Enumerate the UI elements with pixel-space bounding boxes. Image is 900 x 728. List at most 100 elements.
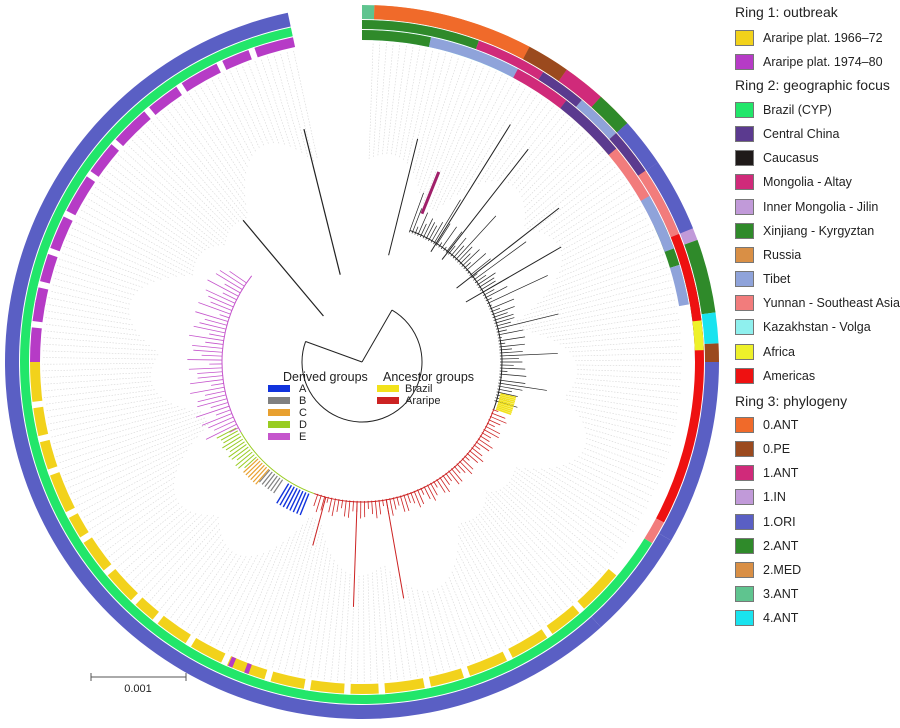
- derived-e-branch: [193, 325, 226, 334]
- leader-line: [585, 432, 668, 460]
- ancestor-brazil-label: Brazil: [405, 383, 433, 395]
- black-branch: [479, 280, 496, 291]
- araripe-branch: [378, 499, 382, 515]
- derived-b-branch: [267, 475, 278, 490]
- araripe-branch: [336, 499, 340, 512]
- inner-legend: Derived groups A B C D E Ancestor groups…: [268, 370, 474, 443]
- leader-line: [144, 516, 219, 597]
- leader-line: [437, 588, 464, 666]
- leader-line: [65, 423, 209, 483]
- leader-line: [573, 459, 653, 497]
- ring2-swatch-africa: [735, 343, 754, 360]
- leader-line: [122, 149, 227, 242]
- inner-ring-gap-3: [460, 665, 471, 679]
- leader-line: [239, 536, 291, 658]
- leader-line: [330, 568, 343, 681]
- black-branch: [452, 245, 465, 259]
- leader-line: [552, 241, 659, 286]
- leader-line: [80, 209, 194, 272]
- black-branch: [497, 329, 524, 336]
- araripe-branch: [471, 447, 483, 457]
- araripe-branch: [331, 498, 336, 517]
- inner-ring-mark-2: [35, 299, 46, 307]
- inner-ring-gap-2: [502, 648, 514, 662]
- leader-line: [141, 130, 233, 227]
- leader-line: [337, 571, 347, 682]
- inner-ring-mark-0: [244, 663, 252, 674]
- leader-line: [60, 417, 205, 470]
- black-branch: [417, 212, 429, 236]
- leader-line: [149, 522, 220, 602]
- leader-line: [537, 260, 666, 304]
- leader-line: [478, 513, 558, 616]
- leader-line: [97, 180, 203, 253]
- araripe-branch: [389, 498, 394, 516]
- leader-line: [46, 310, 133, 326]
- leader-line: [576, 364, 682, 367]
- leader-line: [432, 71, 497, 210]
- araripe-branch: [406, 493, 411, 504]
- inner-ring-gap-18: [31, 400, 45, 409]
- araripe-branch: [347, 500, 351, 518]
- scale-bar: 0.001: [90, 673, 187, 695]
- black-branch: [408, 192, 424, 233]
- araripe-branch: [403, 494, 410, 511]
- leader-line: [373, 42, 381, 157]
- derived-e-branch: [209, 333, 225, 338]
- leader-line: [564, 339, 682, 349]
- derived-d-branch: [225, 438, 244, 451]
- black-branch: [496, 391, 518, 397]
- derived-b-branch: [261, 471, 273, 485]
- araripe-branch: [442, 474, 450, 486]
- black-branch: [438, 242, 443, 248]
- leader-line: [464, 86, 527, 191]
- ring2-label-xinjiang-kyrgyztan: Xinjiang - Kyrgyztan: [763, 223, 875, 238]
- araripe-branch: [445, 472, 452, 482]
- leader-line: [63, 246, 155, 282]
- derived-e-branch: [210, 402, 229, 409]
- leader-line: [585, 443, 663, 472]
- ring2-swatch-central-china: [735, 126, 754, 143]
- leader-line: [74, 221, 186, 276]
- black-branch: [485, 297, 492, 302]
- leader-line: [317, 559, 335, 679]
- araripe-branch: [469, 450, 484, 463]
- leader-line: [194, 89, 247, 174]
- ring1-label-1966: Araripe plat. 1966–72: [763, 31, 883, 45]
- brazil-branch: [499, 394, 516, 401]
- black-branch: [463, 262, 471, 270]
- outer-ring-segment-5: [659, 362, 719, 541]
- araripe-branch: [313, 493, 319, 507]
- leader-line: [203, 556, 252, 641]
- derived-e-branch: [224, 283, 241, 294]
- derived-e-branch: [205, 423, 237, 440]
- araripe-branch: [486, 422, 495, 428]
- ring2-item-mongolia-altay: Mongolia - Altay: [735, 172, 852, 192]
- araripe-branch: [461, 458, 474, 470]
- leader-line: [382, 43, 394, 155]
- leader-line: [394, 576, 412, 679]
- inner-ring-gap-11: [151, 611, 165, 625]
- leader-line: [279, 52, 309, 158]
- ring2-label-central-china: Central China: [763, 127, 840, 142]
- inner-ring-gap-16: [46, 465, 61, 476]
- black-branch: [486, 275, 548, 304]
- leader-line: [92, 482, 175, 536]
- leader-line: [83, 203, 195, 267]
- derived-c-branch: [243, 458, 259, 473]
- araripe-branch: [352, 500, 354, 512]
- araripe-branch: [420, 487, 425, 495]
- middle-ring-segment-22: [475, 40, 544, 80]
- ancestor-groups-title: Ancestor groups: [383, 370, 474, 384]
- leader-line: [483, 506, 568, 608]
- araripe-branch: [413, 490, 422, 508]
- derived-c-branch: [245, 460, 261, 476]
- leader-line: [524, 146, 599, 214]
- leader-line: [45, 317, 136, 331]
- araripe-branch: [426, 484, 437, 501]
- black-branch: [498, 379, 526, 384]
- leader-line: [410, 51, 440, 168]
- inner-ring-gap-10: [185, 633, 197, 648]
- derived-e-branch: [207, 279, 239, 297]
- leader-line: [215, 552, 265, 647]
